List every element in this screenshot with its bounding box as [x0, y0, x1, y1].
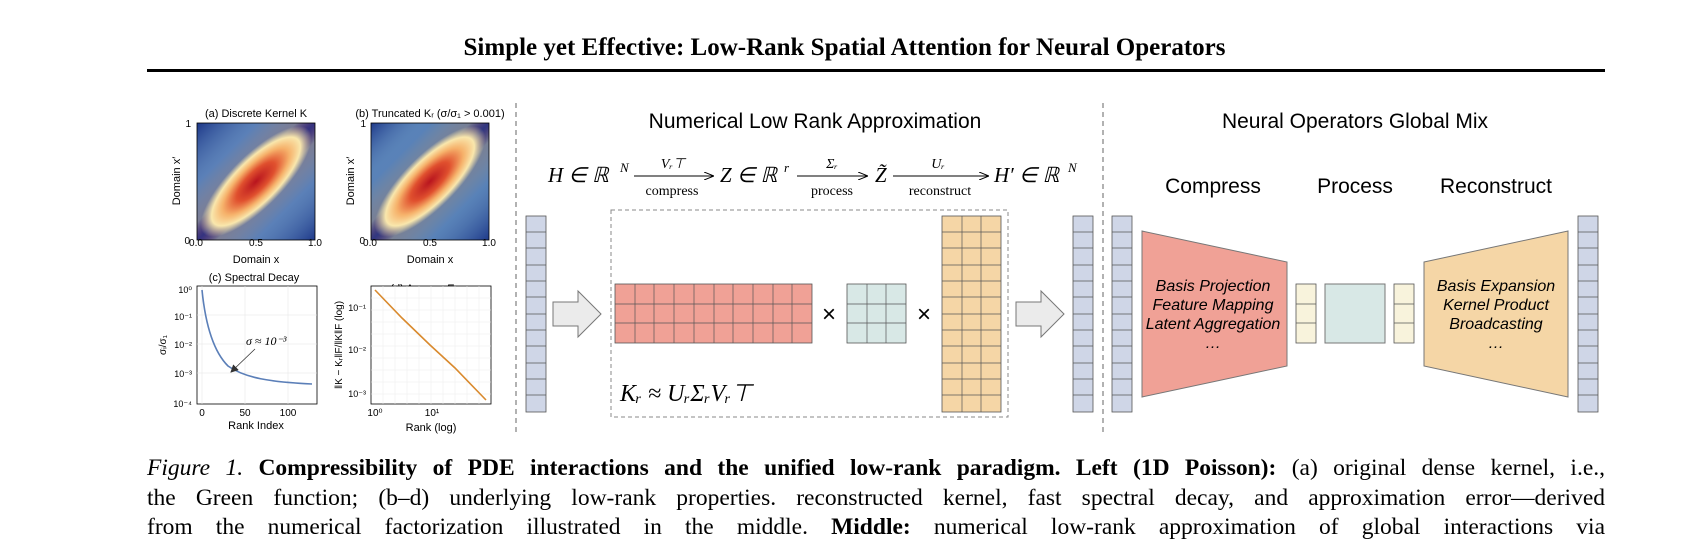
caption-line-1: Figure 1. Compressibility of PDE interac…	[147, 454, 1605, 484]
panel-c-title: (c) Spectral Decay	[209, 272, 300, 284]
caption-text-3b: numerical low-rank approximation of glob…	[933, 514, 1606, 540]
compress-line-2: Latent Aggregation	[1146, 316, 1281, 333]
panel-d-ytick-1: 10⁻²	[348, 345, 366, 355]
panel-b-xtick-1: 0.5	[423, 238, 437, 249]
caption-label: Figure 1.	[147, 455, 244, 481]
big-arrow-in	[552, 289, 602, 339]
panel-b: (b) Truncated Kᵣ (σ/σ₁ > 0.001) 0.0 0.5 …	[345, 108, 505, 266]
times-1: ×	[822, 301, 836, 328]
matrix-Vt	[614, 283, 813, 344]
eq-Hprime: H′ ∈ ℝ	[993, 163, 1061, 187]
latent-column-right	[1393, 283, 1415, 344]
arrow2-bottom: process	[811, 184, 853, 199]
panel-b-xtick-2: 1.0	[482, 238, 496, 249]
compress-block	[1141, 230, 1288, 398]
eq-Ztilde: Z̃	[875, 163, 887, 187]
arrow1-top: Vᵣ⊤	[661, 157, 687, 172]
panel-b-title: (b) Truncated Kᵣ (σ/σ₁ > 0.001)	[355, 108, 504, 120]
panel-c-ylabel: σᵢ/σ₁	[158, 334, 169, 355]
big-arrow-out	[1015, 289, 1065, 339]
panel-c-ytick-3: 10⁻³	[174, 369, 192, 379]
output-column-Hprime	[1072, 215, 1094, 413]
paper-title: Simple yet Effective: Low-Rank Spatial A…	[463, 34, 1226, 61]
caption-text-3a: from the numerical factorization illustr…	[147, 514, 808, 540]
compress-line-0: Basis Projection	[1156, 278, 1271, 295]
eq-H: H ∈ ℝ	[547, 163, 610, 187]
panel-b-ytick-1: 1	[360, 119, 366, 130]
reconstruct-line-2: Broadcasting	[1449, 316, 1542, 333]
caption-line-2: the Green function; (b–d) underlying low…	[147, 484, 1605, 511]
panel-d-xlabel: Rank (log)	[406, 422, 457, 434]
process-block	[1324, 283, 1386, 344]
panel-a: (a) Discrete Kernel K 0.0 0.5 1.0 0 1 Do…	[171, 108, 322, 266]
panel-c-ytick-4: 10⁻⁴	[173, 399, 192, 409]
panel-c-ytick-2: 10⁻²	[174, 340, 192, 350]
caption-bold-1: Compressibility of PDE interactions and …	[258, 455, 1277, 481]
panel-d-ytick-2: 10⁻³	[348, 389, 366, 399]
panel-a-title: (a) Discrete Kernel K	[205, 108, 308, 120]
eq-H-sup: N	[619, 160, 630, 175]
panel-b-ytick-0: 0	[359, 236, 365, 247]
eq-Z-sup: r	[784, 160, 790, 175]
arrow3-bottom: reconstruct	[909, 184, 971, 199]
reconstruct-line-3: …	[1488, 335, 1504, 352]
arrow1-bottom: compress	[646, 184, 699, 199]
panel-d-ylabel: ‖K − Kᵣ‖F/‖K‖F (log)	[334, 301, 345, 389]
panel-c-xtick-2: 100	[280, 408, 297, 419]
matrix-Sigma	[846, 283, 907, 344]
matrix-U	[941, 215, 1002, 413]
mix-output-column	[1577, 215, 1599, 413]
middle-heading: Numerical Low Rank Approximation	[649, 110, 982, 133]
compress-line-3: …	[1205, 335, 1221, 352]
figure-caption: Figure 1. Compressibility of PDE interac…	[147, 454, 1605, 543]
stage-process: Process	[1317, 175, 1393, 198]
panel-c-ytick-0: 10⁰	[178, 285, 192, 295]
times-2: ×	[917, 301, 931, 328]
panel-d-xtick-0: 10⁰	[367, 408, 382, 419]
panel-a-xtick-1: 0.5	[249, 238, 263, 249]
latent-column-left	[1295, 283, 1317, 344]
panel-a-xtick-2: 1.0	[308, 238, 322, 249]
arrow2-top: Σᵣ	[825, 157, 838, 172]
panel-c-xtick-0: 0	[199, 408, 205, 419]
figure-1: (a) Discrete Kernel K 0.0 0.5 1.0 0 1 Do…	[158, 103, 1599, 434]
panel-b-xlabel: Domain x	[407, 254, 454, 266]
input-column-H	[525, 215, 547, 413]
panel-b-xtick-0: 0.0	[363, 238, 377, 249]
panel-a-ytick-0: 0	[184, 236, 190, 247]
panel-a-ylabel: Domain x′	[171, 157, 183, 206]
stage-compress: Compress	[1165, 175, 1261, 198]
panel-c-xtick-1: 50	[239, 408, 251, 419]
panel-d-xtick-1: 10¹	[425, 408, 440, 419]
factorization-box	[610, 209, 1009, 418]
reconstruct-block	[1423, 230, 1569, 398]
panel-c-xlabel: Rank Index	[228, 420, 284, 432]
reconstruct-line-1: Kernel Product	[1443, 297, 1549, 314]
eq-Hprime-sup: N	[1067, 160, 1078, 175]
panel-a-xlabel: Domain x	[233, 254, 280, 266]
panel-c-annotation: σ ≈ 10⁻³	[246, 334, 287, 348]
panel-b-ylabel: Domain x′	[345, 157, 357, 206]
panel-c-ytick-1: 10⁻¹	[174, 312, 192, 322]
arrow3-top: Uᵣ	[931, 157, 945, 172]
right-panel: Neural Operators Global Mix Compress Pro…	[1111, 110, 1599, 413]
caption-text-1: (a) original dense kernel, i.e.,	[1291, 455, 1606, 481]
panel-d: (d) Approx. Error 10⁰ 10¹ 10⁻¹ 10⁻² 10⁻³…	[334, 283, 492, 434]
title-rule	[147, 69, 1605, 72]
panel-d-ytick-0: 10⁻¹	[348, 303, 366, 313]
caption-line-3: from the numerical factorization illustr…	[147, 513, 1605, 543]
mix-input-column	[1111, 215, 1133, 413]
compress-line-1: Feature Mapping	[1153, 297, 1274, 314]
formula: Kᵣ ≈ UᵣΣᵣVᵣ⊤	[619, 381, 755, 407]
eq-Z: Z ∈ ℝ	[720, 163, 778, 187]
reconstruct-line-0: Basis Expansion	[1437, 278, 1555, 295]
middle-panel: Numerical Low Rank Approximation H ∈ ℝ N…	[525, 110, 1094, 418]
panel-c: (c) Spectral Decay σ ≈ 10⁻³ 0 50 100 10⁰…	[158, 272, 318, 432]
caption-bold-2: Middle:	[831, 514, 911, 540]
right-heading: Neural Operators Global Mix	[1222, 110, 1489, 133]
panel-a-xtick-0: 0.0	[189, 238, 203, 249]
stage-reconstruct: Reconstruct	[1440, 175, 1552, 198]
panel-a-ytick-1: 1	[185, 119, 191, 130]
